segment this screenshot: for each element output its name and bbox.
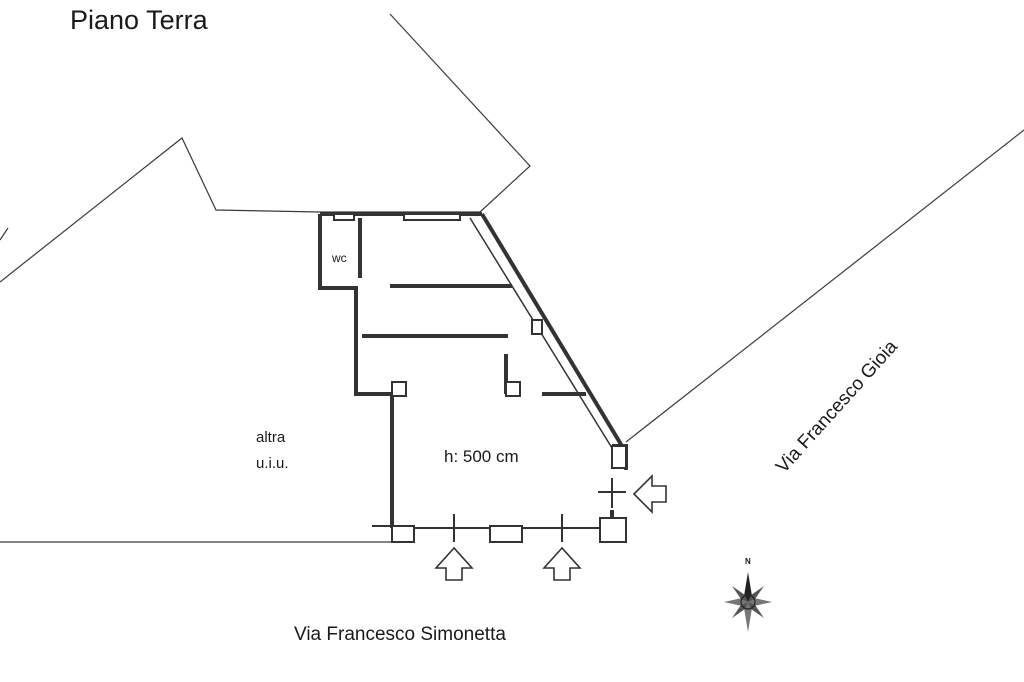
neighbour-boundary-north xyxy=(0,13,531,283)
entrance-arrow-south-left xyxy=(434,546,474,581)
outer-wall-north-east xyxy=(480,212,624,448)
other-unit-label-line2: u.i.u. xyxy=(256,455,289,472)
pier-west xyxy=(391,525,415,543)
outer-wall-west xyxy=(318,214,394,528)
south-facade xyxy=(372,478,627,543)
other-unit-label-line1: altra xyxy=(256,429,286,446)
neighbour-boundary-east xyxy=(625,129,1024,443)
column-2 xyxy=(505,381,521,397)
pier-middle xyxy=(489,525,523,543)
column-4 xyxy=(333,213,355,221)
wc-label: wc xyxy=(331,251,347,265)
columns xyxy=(333,213,627,469)
entrance-arrows xyxy=(434,474,667,581)
ceiling-height-note: h: 500 cm xyxy=(444,447,519,466)
entrance-arrow-east xyxy=(632,474,667,514)
building-walls xyxy=(318,212,628,528)
column-6 xyxy=(531,319,543,335)
compass-north-label: N xyxy=(745,557,751,566)
compass-rose-icon: N xyxy=(724,557,772,632)
column-1 xyxy=(391,381,407,397)
entrance-arrow-south-right xyxy=(542,546,582,581)
plan-title: Piano Terra xyxy=(70,5,209,35)
column-3 xyxy=(611,445,627,469)
pier-east xyxy=(599,517,627,543)
street-name-east: Via Francesco Gioia xyxy=(772,336,902,477)
column-5 xyxy=(403,213,461,221)
street-name-south: Via Francesco Simonetta xyxy=(294,624,506,645)
boundary-stub-west xyxy=(0,227,9,241)
